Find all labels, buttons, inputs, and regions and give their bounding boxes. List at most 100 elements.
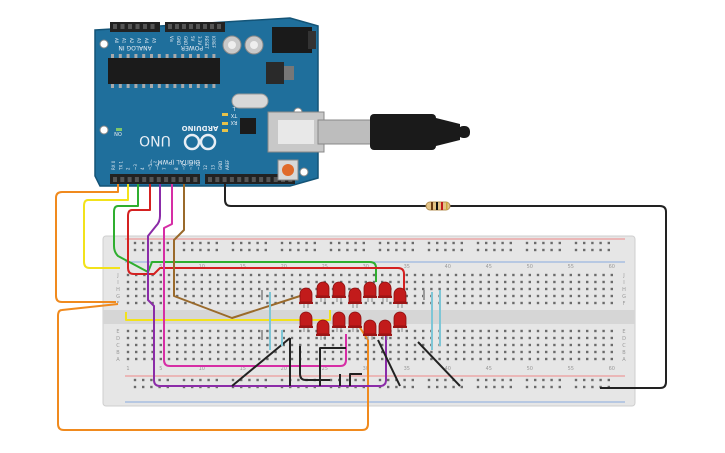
wire-black-7[interactable] — [417, 341, 461, 387]
breadboard-hole[interactable] — [208, 287, 212, 291]
breadboard-hole[interactable] — [364, 350, 367, 354]
rail-hole[interactable] — [591, 241, 594, 245]
breadboard-hole[interactable] — [512, 294, 515, 298]
rail-hole[interactable] — [387, 248, 390, 252]
rail-hole[interactable] — [354, 241, 357, 245]
breadboard-hole[interactable] — [495, 280, 499, 284]
breadboard-hole[interactable] — [151, 301, 154, 305]
rail-hole[interactable] — [525, 241, 529, 245]
breadboard-hole[interactable] — [512, 273, 515, 277]
breadboard-hole[interactable] — [577, 287, 581, 291]
breadboard-hole[interactable] — [208, 336, 212, 340]
rail-hole[interactable] — [362, 378, 365, 382]
rail-hole[interactable] — [403, 385, 406, 389]
rail-hole[interactable] — [501, 385, 504, 389]
rail-hole[interactable] — [411, 385, 414, 389]
breadboard-hole[interactable] — [561, 301, 564, 305]
breadboard-hole[interactable] — [151, 280, 154, 284]
breadboard-hole[interactable] — [364, 357, 367, 361]
rail-hole[interactable] — [550, 248, 553, 252]
rail-hole[interactable] — [240, 241, 243, 245]
breadboard-hole[interactable] — [151, 336, 154, 340]
breadboard-hole[interactable] — [225, 343, 228, 347]
rail-hole[interactable] — [599, 378, 602, 382]
breadboard-hole[interactable] — [405, 273, 408, 277]
rail-hole[interactable] — [313, 248, 316, 252]
rail-hole[interactable] — [452, 241, 455, 245]
breadboard-hole[interactable] — [561, 336, 564, 340]
breadboard-hole[interactable] — [504, 336, 507, 340]
breadboard-hole[interactable] — [315, 273, 318, 277]
rail-hole[interactable] — [436, 385, 439, 389]
led[interactable] — [348, 287, 362, 308]
breadboard-hole[interactable] — [520, 343, 523, 347]
breadboard-hole[interactable] — [471, 329, 474, 333]
breadboard-hole[interactable] — [454, 287, 458, 291]
breadboard-hole[interactable] — [299, 336, 302, 340]
breadboard-hole[interactable] — [315, 336, 318, 340]
rail-hole[interactable] — [346, 248, 349, 252]
breadboard-hole[interactable] — [266, 273, 269, 277]
breadboard-hole[interactable] — [143, 301, 146, 305]
breadboard-hole[interactable] — [176, 280, 179, 284]
rail-hole[interactable] — [133, 385, 137, 389]
rail-hole[interactable] — [485, 241, 488, 245]
breadboard-hole[interactable] — [545, 301, 548, 305]
header-pin[interactable] — [128, 24, 132, 29]
breadboard-hole[interactable] — [290, 301, 294, 305]
header-pin[interactable] — [127, 177, 132, 182]
breadboard-hole[interactable] — [135, 294, 138, 298]
breadboard-hole[interactable] — [586, 336, 589, 340]
breadboard-hole[interactable] — [364, 343, 367, 347]
breadboard-hole[interactable] — [331, 301, 335, 305]
breadboard-hole[interactable] — [135, 350, 138, 354]
breadboard-hole[interactable] — [282, 329, 285, 333]
rail-hole[interactable] — [460, 378, 463, 382]
breadboard-hole[interactable] — [225, 329, 228, 333]
rail-hole[interactable] — [133, 378, 137, 382]
breadboard-hole[interactable] — [504, 329, 507, 333]
breadboard-hole[interactable] — [454, 294, 458, 298]
breadboard-hole[interactable] — [381, 301, 384, 305]
rail-hole[interactable] — [493, 378, 496, 382]
breadboard-hole[interactable] — [364, 273, 367, 277]
breadboard-hole[interactable] — [463, 350, 466, 354]
breadboard-hole[interactable] — [495, 301, 499, 305]
breadboard-hole[interactable] — [610, 357, 613, 361]
breadboard-hole[interactable] — [135, 336, 138, 340]
rail-hole[interactable] — [207, 248, 210, 252]
breadboard-hole[interactable] — [241, 280, 244, 284]
breadboard-hole[interactable] — [274, 343, 277, 347]
breadboard-hole[interactable] — [487, 280, 490, 284]
breadboard-hole[interactable] — [274, 287, 277, 291]
breadboard-hole[interactable] — [577, 273, 581, 277]
breadboard-hole[interactable] — [266, 301, 269, 305]
breadboard-hole[interactable] — [504, 273, 507, 277]
rail-hole[interactable] — [534, 248, 537, 252]
breadboard-hole[interactable] — [184, 336, 187, 340]
breadboard-hole[interactable] — [340, 273, 343, 277]
breadboard-hole[interactable] — [217, 287, 220, 291]
rail-hole[interactable] — [338, 241, 341, 245]
breadboard-hole[interactable] — [512, 301, 515, 305]
rail-hole[interactable] — [534, 385, 537, 389]
breadboard-hole[interactable] — [577, 357, 581, 361]
breadboard-hole[interactable] — [561, 329, 564, 333]
breadboard-hole[interactable] — [348, 343, 351, 347]
breadboard-hole[interactable] — [454, 336, 458, 340]
breadboard-hole[interactable] — [200, 287, 203, 291]
breadboard-hole[interactable] — [200, 336, 203, 340]
breadboard-hole[interactable] — [126, 287, 130, 291]
rail-hole[interactable] — [256, 378, 259, 382]
rail-hole[interactable] — [534, 378, 537, 382]
breadboard-hole[interactable] — [520, 294, 523, 298]
breadboard-hole[interactable] — [372, 336, 376, 340]
breadboard-hole[interactable] — [249, 301, 253, 305]
rail-hole[interactable] — [256, 248, 259, 252]
breadboard-hole[interactable] — [225, 280, 228, 284]
breadboard-hole[interactable] — [135, 343, 138, 347]
breadboard-hole[interactable] — [184, 273, 187, 277]
breadboard-hole[interactable] — [372, 357, 376, 361]
rail-hole[interactable] — [460, 385, 463, 389]
breadboard-hole[interactable] — [553, 329, 556, 333]
